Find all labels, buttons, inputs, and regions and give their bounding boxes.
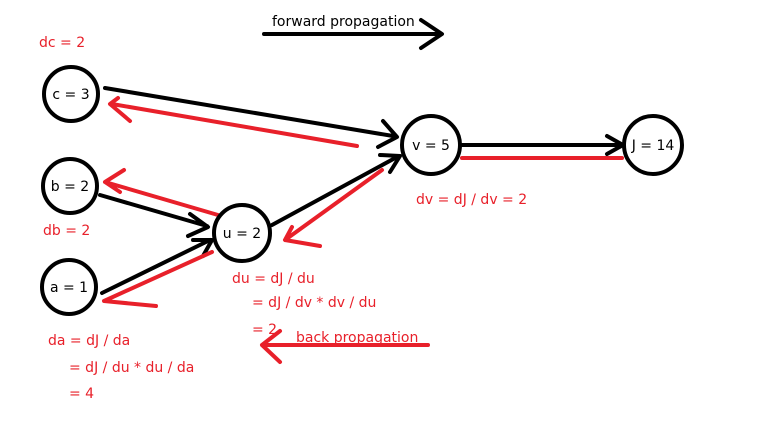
- db-annotation: db = 2: [43, 223, 90, 239]
- node-b: b = 2: [41, 157, 99, 215]
- node-J-label: J = 14: [631, 138, 675, 154]
- node-v-circle: [400, 114, 462, 176]
- arrow-a-to-u: [100, 238, 214, 295]
- arrow-v-to-J: [460, 134, 625, 156]
- node-u: u = 2: [212, 203, 272, 263]
- dc-annotation: dc = 2: [39, 35, 85, 51]
- back-arrow-v-to-u: [283, 168, 384, 248]
- du-line-1: du = dJ / du: [232, 271, 315, 287]
- node-a: a = 1: [40, 258, 98, 316]
- du-annotation: du = dJ / du = dJ / dv * dv / du = 2: [232, 271, 376, 338]
- backward-arrows: [102, 96, 624, 364]
- node-b-circle: [41, 157, 99, 215]
- node-v: v = 5: [400, 114, 462, 176]
- node-c: c = 3: [42, 65, 100, 123]
- back-propagation-label: back propagation: [296, 330, 418, 346]
- forward-propagation-label: forward propagation: [272, 14, 415, 30]
- node-u-circle: [212, 203, 272, 263]
- node-J-circle: [622, 114, 684, 176]
- node-a-label: a = 1: [50, 280, 88, 296]
- da-line-3: = 4: [69, 386, 94, 402]
- du-line-3: = 2: [252, 322, 277, 338]
- da-annotation: da = dJ / da = dJ / du * du / da = 4: [48, 333, 194, 402]
- node-b-label: b = 2: [51, 179, 89, 195]
- da-line-2: = dJ / du * du / da: [69, 360, 194, 376]
- forward-legend-arrow: [262, 18, 444, 50]
- back-arrow-v-to-c: [108, 96, 359, 148]
- node-v-label: v = 5: [412, 138, 450, 154]
- forward-arrows: [98, 18, 625, 295]
- node-u-label: u = 2: [223, 226, 261, 242]
- back-propagation-legend-arrow: [260, 329, 430, 364]
- node-a-circle: [40, 258, 98, 316]
- node-c-label: c = 3: [52, 87, 89, 103]
- node-c-circle: [42, 65, 100, 123]
- node-J: J = 14: [622, 114, 684, 176]
- arrow-c-to-v: [103, 86, 399, 149]
- dv-annotation: dv = dJ / dv = 2: [416, 192, 527, 208]
- arrow-b-to-u: [98, 193, 210, 238]
- back-arrow-u-to-b: [103, 168, 220, 217]
- back-arrow-u-to-a: [102, 250, 214, 308]
- da-line-1: da = dJ / da: [48, 333, 130, 349]
- du-line-2: = dJ / dv * dv / du: [252, 295, 376, 311]
- arrow-u-to-v: [270, 153, 402, 227]
